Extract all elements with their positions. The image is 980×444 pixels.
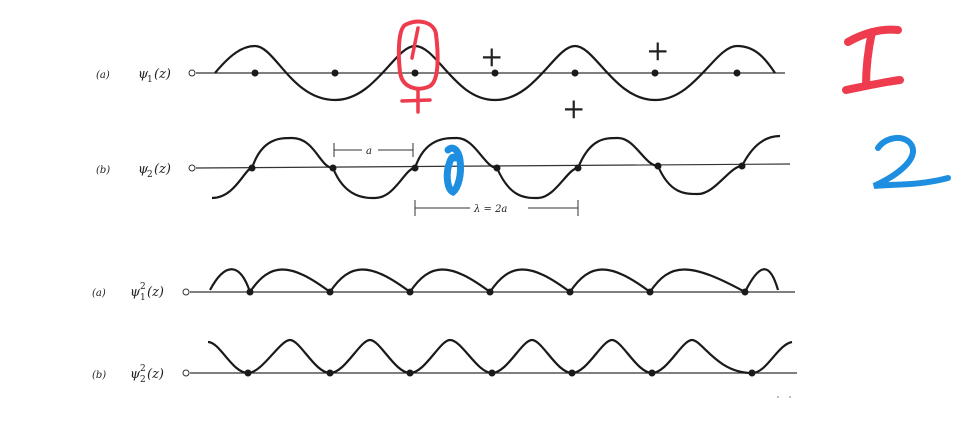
node-dot <box>406 369 414 377</box>
row-tag: (b) <box>92 370 106 381</box>
node-dot <box>741 288 749 296</box>
node-dot <box>574 164 582 172</box>
node-dot <box>571 69 579 77</box>
node-dot <box>651 69 659 77</box>
red-plus-mark: + <box>480 40 503 73</box>
wave-psi1 <box>214 44 776 102</box>
wavelength-annotation: λ = 2a <box>414 200 579 216</box>
blue-handwritten-number-2: 2 <box>900 144 925 190</box>
node-dot <box>248 164 256 172</box>
node-dot <box>326 369 334 377</box>
node-dots <box>244 69 756 377</box>
node-dot <box>326 288 334 296</box>
node-dot <box>748 369 756 377</box>
blue-scribble-mark <box>443 144 464 197</box>
red-plus-mark: + <box>646 34 669 67</box>
axis-origin-row2 <box>188 164 196 172</box>
node-dot <box>493 164 501 172</box>
row-label-psi2: (b) ψ 2 (z) <box>96 162 171 180</box>
row-subscript: 1 <box>140 293 146 303</box>
node-dot <box>733 69 741 77</box>
node-dot <box>488 369 496 377</box>
axes-group <box>190 72 797 374</box>
row-argument: (z) <box>154 162 171 177</box>
row-label-psi1: (a) ψ 1 (z) <box>96 67 171 85</box>
row-argument: (z) <box>147 285 164 300</box>
wavelength-label: λ = 2a <box>473 204 507 215</box>
node-dot <box>568 369 576 377</box>
handwritten-blue-annotations: 2 <box>443 135 951 197</box>
faint-dots <box>777 396 791 398</box>
wave-psi1-squared <box>209 268 780 295</box>
blue-handwritten-number-2-strokes <box>872 135 951 189</box>
spacing-annotation: a <box>333 143 414 157</box>
row-function-symbol: ψ <box>130 367 141 382</box>
node-dot <box>654 162 662 170</box>
node-dot <box>646 288 654 296</box>
red-handwritten-number-1-strokes <box>842 25 904 94</box>
node-dot <box>411 164 419 172</box>
row-argument: (z) <box>154 67 171 82</box>
row-superscript: 2 <box>140 282 146 292</box>
node-dot <box>566 288 574 296</box>
row-subscript: 2 <box>140 375 146 385</box>
row-subscript: 1 <box>147 75 153 85</box>
node-dot <box>329 164 337 172</box>
row-tag: (a) <box>92 288 106 299</box>
red-plus-below-circle <box>400 88 432 114</box>
axis-origin-row4 <box>182 369 190 377</box>
red-circle-mark <box>396 19 440 91</box>
red-circle-inner-stroke <box>410 26 420 60</box>
red-plus-mark: + <box>562 92 585 125</box>
row-tag: (a) <box>96 70 110 81</box>
node-dot <box>738 162 746 170</box>
axis-origin-row3 <box>182 288 190 296</box>
axis-origins <box>182 69 196 377</box>
row-superscript: 2 <box>140 364 146 374</box>
faint-dot <box>789 396 791 398</box>
node-dot <box>486 288 494 296</box>
node-dot <box>331 69 339 77</box>
spacing-label: a <box>366 146 372 157</box>
faint-dot <box>777 396 779 398</box>
node-dot <box>411 69 419 77</box>
node-dot <box>251 69 259 77</box>
node-dot <box>491 69 499 77</box>
row-function-symbol: ψ <box>138 162 149 177</box>
node-dot <box>244 369 252 377</box>
row-label-psi1-squared: (a) ψ 2 1 (z) <box>92 282 164 303</box>
red-handwritten-number-1: 1 <box>870 42 895 88</box>
axis-origin-row1 <box>188 69 196 77</box>
node-dot <box>406 288 414 296</box>
row-argument: (z) <box>147 367 164 382</box>
handwritten-red-annotations: + + + 1 <box>396 19 904 125</box>
row-subscript: 2 <box>147 170 153 180</box>
row-function-symbol: ψ <box>130 285 141 300</box>
node-dot <box>648 369 656 377</box>
row-function-symbol: ψ <box>138 67 149 82</box>
row-tag: (b) <box>96 165 110 176</box>
wave-psi2-squared <box>207 338 793 375</box>
node-dot <box>246 288 254 296</box>
row-label-psi2-squared: (b) ψ 2 2 (z) <box>92 364 164 385</box>
